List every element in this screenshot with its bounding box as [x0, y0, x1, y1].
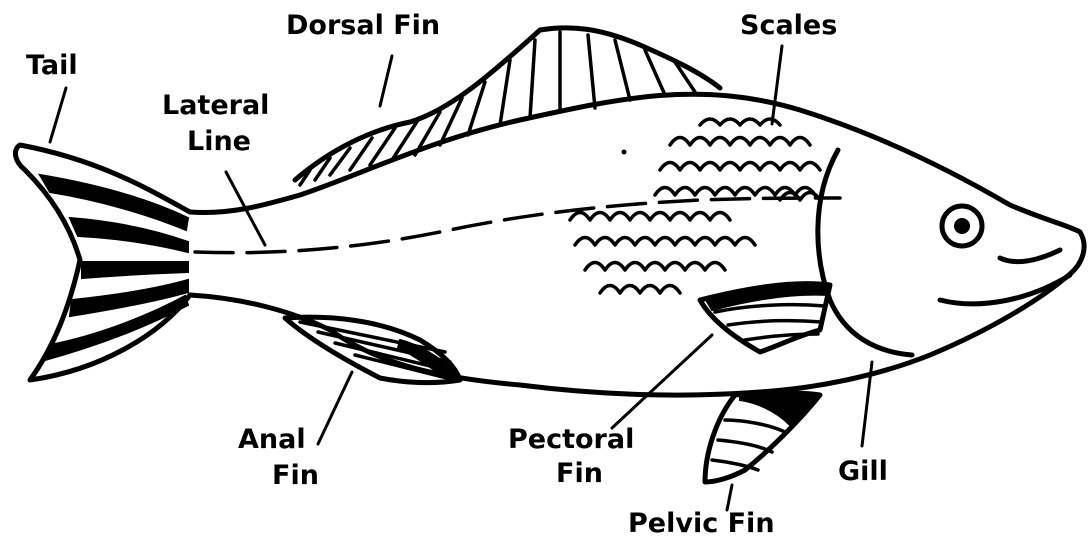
dorsal-fin-rays: [300, 32, 695, 185]
pectoral-fin-leader: [612, 335, 712, 428]
label-pectoral-fin-2: Fin: [556, 458, 603, 490]
label-anal-fin-2: Fin: [272, 460, 319, 492]
label-pectoral-fin-1: Pectoral: [508, 424, 634, 456]
eye: [942, 206, 982, 246]
tail-leader: [50, 88, 66, 142]
label-pelvic-fin: Pelvic Fin: [628, 508, 775, 540]
body-dot: [622, 150, 627, 155]
dorsal-fin-leader: [380, 56, 392, 106]
gill-cover-outline: [818, 150, 912, 355]
pelvic-fin-leader: [727, 485, 732, 510]
label-dorsal-fin: Dorsal Fin: [286, 10, 440, 42]
label-anal-fin-1: Anal: [238, 424, 306, 456]
label-gill: Gill: [838, 456, 888, 488]
anal-fin-leader: [318, 372, 352, 444]
label-lateral-line-2: Line: [187, 126, 251, 158]
label-tail: Tail: [26, 50, 78, 82]
tail-fin-rays: [40, 175, 188, 360]
lateral-line: [195, 198, 840, 253]
label-scales: Scales: [740, 10, 837, 42]
label-lateral-line-1: Lateral: [162, 90, 269, 122]
scales-leader: [772, 46, 782, 124]
mouth: [940, 250, 1070, 304]
